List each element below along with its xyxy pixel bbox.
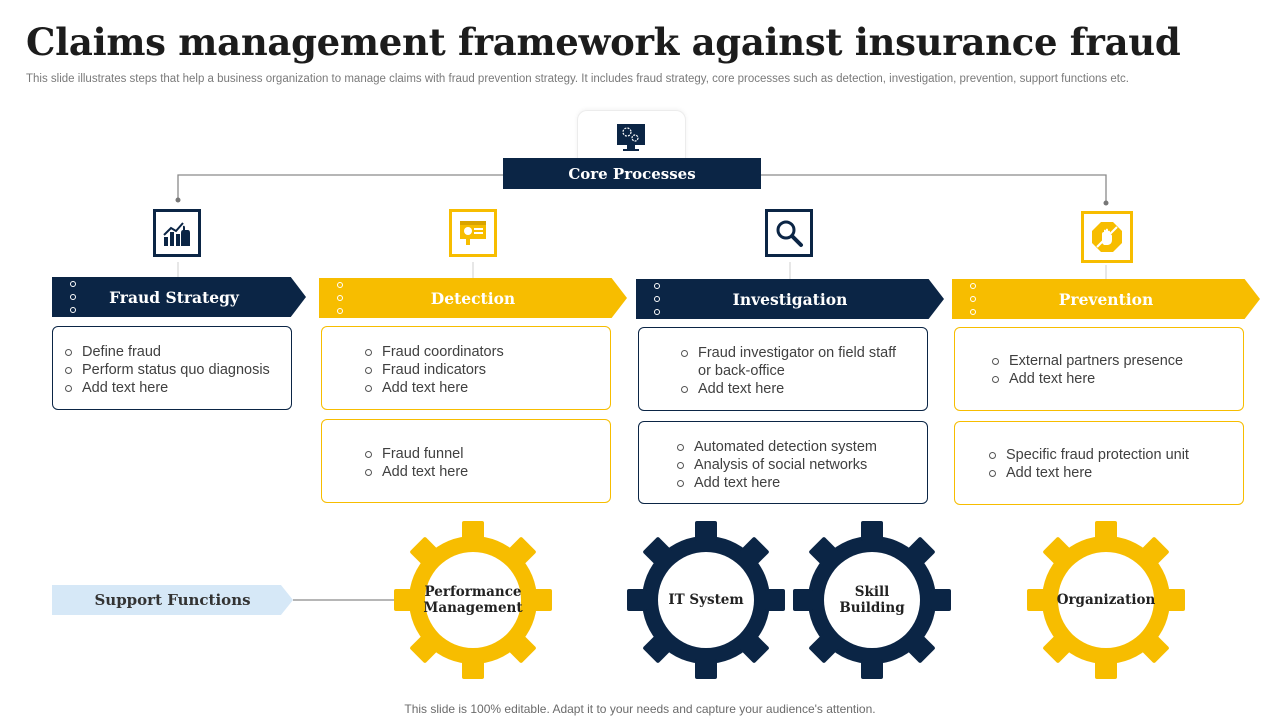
list-item: Add text here [987,464,1243,482]
prevention-banner: Prevention [952,279,1260,319]
list-item: External partners presence [990,352,1243,370]
fraud-strategy-icon-box [153,209,201,257]
list-item: Specific fraud protection unit [987,446,1243,464]
list-item: Add text here [679,380,907,398]
gear-performance-management [394,521,552,679]
detection-card-1: Fraud coordinators Fraud indicators Add … [321,326,611,410]
core-processes-label: Core Processes [503,158,761,189]
list-item: Automated detection system [675,438,927,456]
gear-skill-building [793,521,951,679]
list-item: Fraud investigator on field staff or bac… [679,344,907,380]
monitor-gears-icon [617,124,645,151]
gear-label-performance-management: Performance Management [423,584,523,616]
investigation-label: Investigation [732,289,848,309]
chart-hand-icon [163,222,190,246]
investigation-icon-box [765,209,813,257]
gear-label-organization: Organization [1056,592,1156,608]
list-item: Fraud coordinators [363,343,610,361]
gear-organization [1027,521,1185,679]
list-item: Analysis of social networks [675,456,927,474]
list-item: Define fraud [63,343,291,361]
list-item: Add text here [363,463,610,481]
prevention-label: Prevention [1058,289,1154,309]
prevention-card-1: External partners presence Add text here [954,327,1244,411]
list-item: Fraud funnel [363,445,610,463]
footer-note: This slide is 100% editable. Adapt it to… [404,702,876,716]
fraud-strategy-card-1: Define fraud Perform status quo diagnosi… [52,326,292,410]
list-item: Add text here [363,379,610,397]
list-item: Add text here [990,370,1243,388]
list-item: Perform status quo diagnosis [63,361,291,379]
detection-card-2: Fraud funnel Add text here [321,419,611,503]
investigation-card-1: Fraud investigator on field staff or bac… [638,327,928,411]
investigation-banner: Investigation [636,279,944,319]
fraud-strategy-label: Fraud Strategy [109,287,239,307]
magnifier-icon [776,220,803,247]
list-item: Add text here [63,379,291,397]
web-lightbulb-icon [460,221,486,245]
support-functions-label: Support Functions [52,585,293,615]
prevention-icon-box [1081,211,1133,263]
detection-label: Detection [430,288,516,308]
fraud-strategy-banner: Fraud Strategy [52,277,306,317]
detection-banner: Detection [319,278,627,318]
gear-it-system [627,521,785,679]
investigation-card-2: Automated detection system Analysis of s… [638,421,928,504]
stop-hand-icon [1092,222,1122,252]
gear-label-skill-building: Skill Building [839,584,905,616]
slide-subtitle: This slide illustrates steps that help a… [26,73,1129,85]
detection-icon-box [449,209,497,257]
list-item: Add text here [675,474,927,492]
slide-title: Claims management framework against insu… [26,20,1181,64]
prevention-card-2: Specific fraud protection unit Add text … [954,421,1244,505]
list-item: Fraud indicators [363,361,610,379]
gear-label-it-system: IT System [668,592,744,608]
